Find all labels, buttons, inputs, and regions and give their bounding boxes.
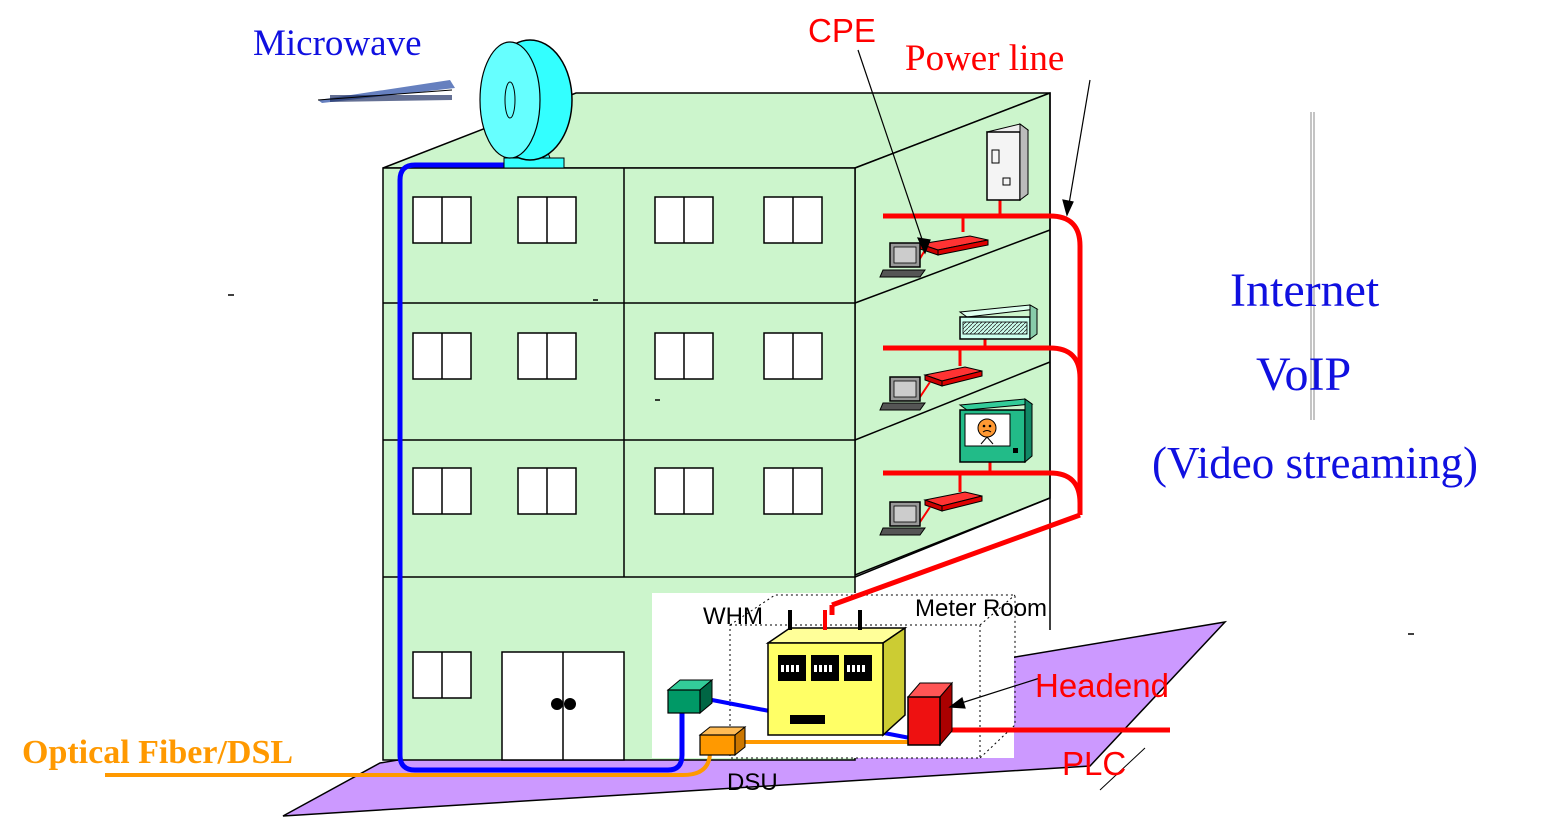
pointer-arrows (857, 49, 1091, 709)
plc-pointer-line (1099, 747, 1146, 791)
microwave-fiber-line (397, 162, 685, 773)
cpe-modem-icon (923, 491, 983, 512)
meter-room-box (729, 594, 1016, 759)
television-icon (958, 398, 1034, 464)
dsu-box-icon (698, 725, 747, 757)
microwave-antenna-icon (479, 39, 573, 169)
label-power-line: Power line (905, 38, 1064, 79)
power-line-network (829, 213, 1170, 733)
label-cpe: CPE (808, 12, 876, 49)
watt-hour-meter-icon (765, 610, 908, 737)
stray-marks (228, 294, 1414, 635)
modem-icon (666, 678, 714, 715)
laptop-icon (879, 376, 926, 411)
label-microwave: Microwave (253, 23, 422, 64)
label-meter-room: Meter Room (915, 595, 1047, 622)
laptop-icon (879, 242, 926, 278)
service-internet: Internet (1230, 264, 1380, 317)
headend-box-icon (906, 681, 954, 747)
floor-lines (383, 93, 1051, 630)
label-whm: WHM (703, 603, 763, 630)
microwave-beam (317, 80, 455, 103)
service-voip: VoIP (1256, 348, 1351, 401)
refrigerator-icon (985, 123, 1030, 201)
service-video-streaming: (Video streaming) (1152, 438, 1478, 488)
windows (412, 196, 823, 699)
label-dsu: DSU (727, 769, 778, 796)
building-door (501, 651, 625, 761)
text-cursor-decoration (1310, 112, 1315, 420)
label-plc: PLC (1062, 745, 1126, 782)
air-conditioner-icon (958, 304, 1039, 340)
cpe-modem-icon (923, 366, 983, 387)
label-optical-fiber-dsl: Optical Fiber/DSL (22, 734, 293, 771)
label-headend: Headend (1035, 667, 1169, 704)
laptop-icon (879, 501, 926, 536)
